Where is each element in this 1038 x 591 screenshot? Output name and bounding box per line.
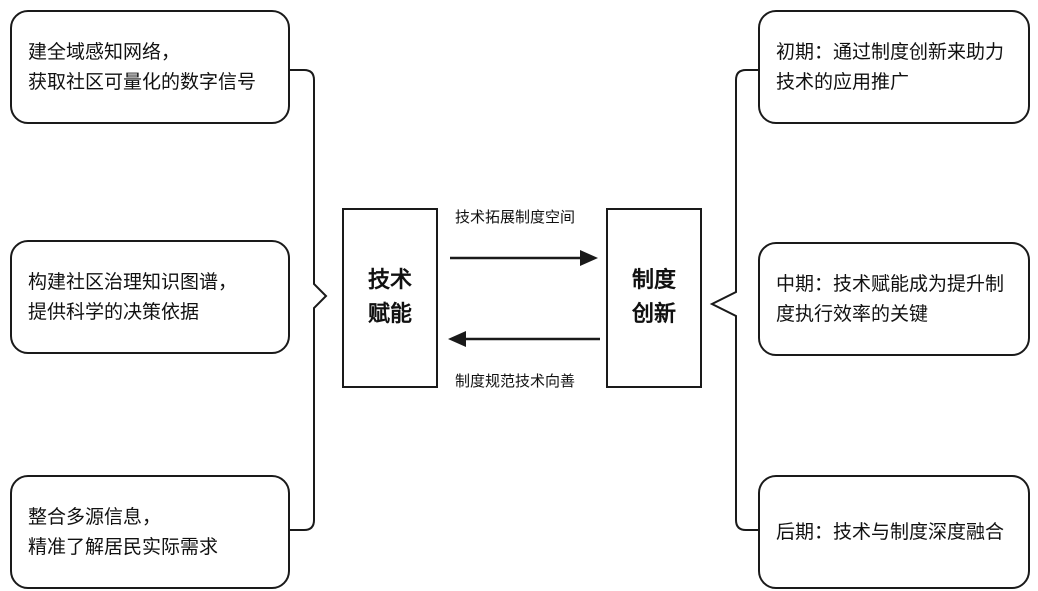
- left-box-2-line1: 构建社区治理知识图谱，: [28, 271, 238, 293]
- center-box-system-innovation: 制度 创新: [606, 208, 702, 388]
- arrow-left-head: [448, 331, 466, 347]
- right-box-3-line1: 后期：技术与制度深度融合: [776, 521, 1005, 543]
- arrow-top-label: 技术拓展制度空间: [455, 208, 576, 226]
- left-box-2: 构建社区治理知识图谱， 提供科学的决策依据: [10, 240, 290, 354]
- arrow-right-head: [580, 250, 598, 266]
- right-bracket: [709, 69, 758, 531]
- center-box-tech-empower: 技术 赋能: [342, 208, 438, 388]
- left-box-3-line1: 整合多源信息，: [28, 506, 162, 528]
- left-box-3-line2: 精准了解居民实际需求: [28, 536, 219, 558]
- left-bracket: [290, 69, 328, 531]
- right-box-2: 中期：技术赋能成为提升制 度执行效率的关键: [758, 242, 1030, 356]
- left-box-1-line1: 建全域感知网络，: [28, 41, 181, 63]
- right-box-1: 初期：通过制度创新来助力 技术的应用推广: [758, 10, 1030, 124]
- right-box-2-line2: 度执行效率的关键: [776, 303, 929, 325]
- right-box-1-line2: 技术的应用推广: [776, 71, 910, 93]
- center-right-line2: 创新: [631, 302, 676, 327]
- center-right-line1: 制度: [631, 268, 676, 293]
- arrow-bottom-label: 制度规范技术向善: [455, 372, 576, 390]
- left-box-1: 建全域感知网络， 获取社区可量化的数字信号: [10, 10, 290, 124]
- left-box-2-line2: 提供科学的决策依据: [28, 301, 200, 323]
- center-left-line1: 技术: [367, 268, 412, 293]
- left-box-3: 整合多源信息， 精准了解居民实际需求: [10, 475, 290, 589]
- right-box-1-line1: 初期：通过制度创新来助力: [776, 41, 1005, 63]
- right-box-3: 后期：技术与制度深度融合: [758, 475, 1030, 589]
- right-box-2-line1: 中期：技术赋能成为提升制: [776, 273, 1005, 295]
- center-left-line2: 赋能: [367, 302, 412, 327]
- left-box-1-line2: 获取社区可量化的数字信号: [28, 71, 257, 93]
